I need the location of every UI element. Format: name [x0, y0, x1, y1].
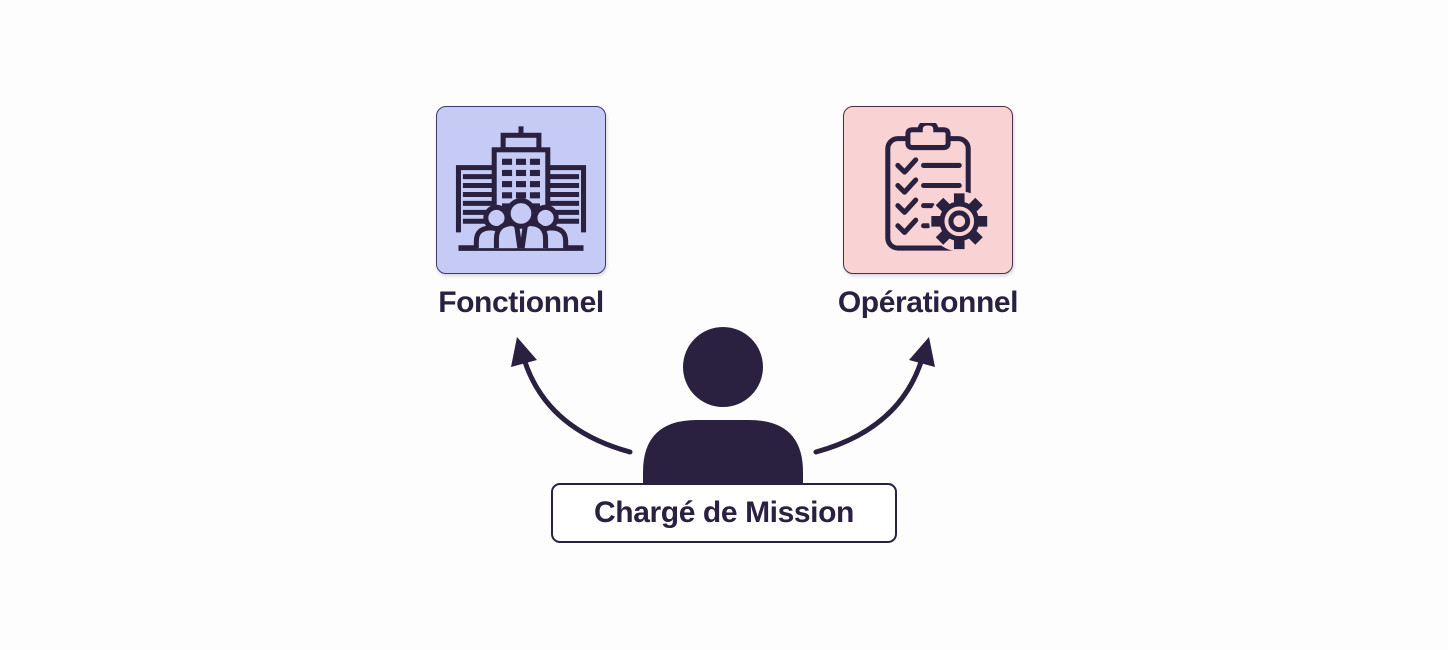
functional-node-label: Fonctionnel — [438, 286, 604, 319]
person-silhouette-icon — [643, 327, 803, 492]
arrow-to-operational — [813, 337, 935, 455]
building-with-people-icon — [455, 126, 587, 251]
arrow-to-functional — [511, 337, 633, 455]
clipboard-checklist-gear-icon — [885, 123, 990, 252]
role-label: Chargé de Mission — [594, 496, 854, 529]
functional-node-card — [436, 106, 606, 274]
role-label-box: Chargé de Mission — [551, 483, 897, 543]
operational-node-label: Opérationnel — [837, 286, 1019, 319]
operational-node-card — [843, 106, 1013, 274]
